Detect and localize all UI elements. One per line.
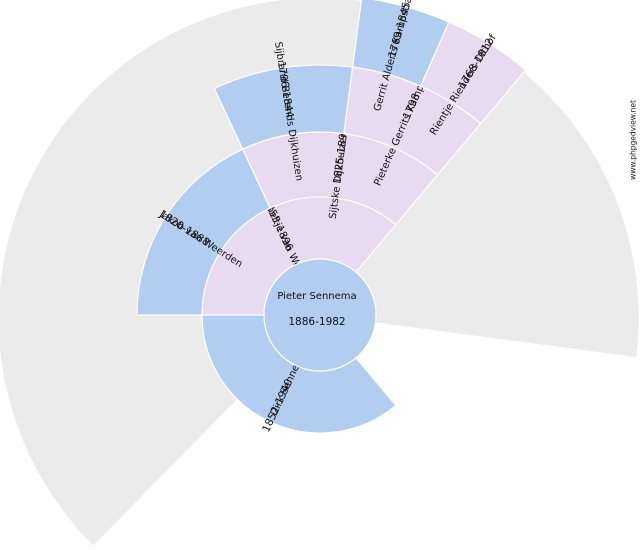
- watermark: www.phpgedview.net: [628, 100, 638, 180]
- root-person-name: Pieter Sennema: [277, 291, 356, 302]
- ancestor-sector-mmm-mother[interactable]: [419, 21, 527, 125]
- root-person-dates: 1886-1982: [288, 316, 345, 328]
- root-person-circle[interactable]: [263, 258, 377, 372]
- ancestor-sector-mothers-father[interactable]: [136, 148, 271, 316]
